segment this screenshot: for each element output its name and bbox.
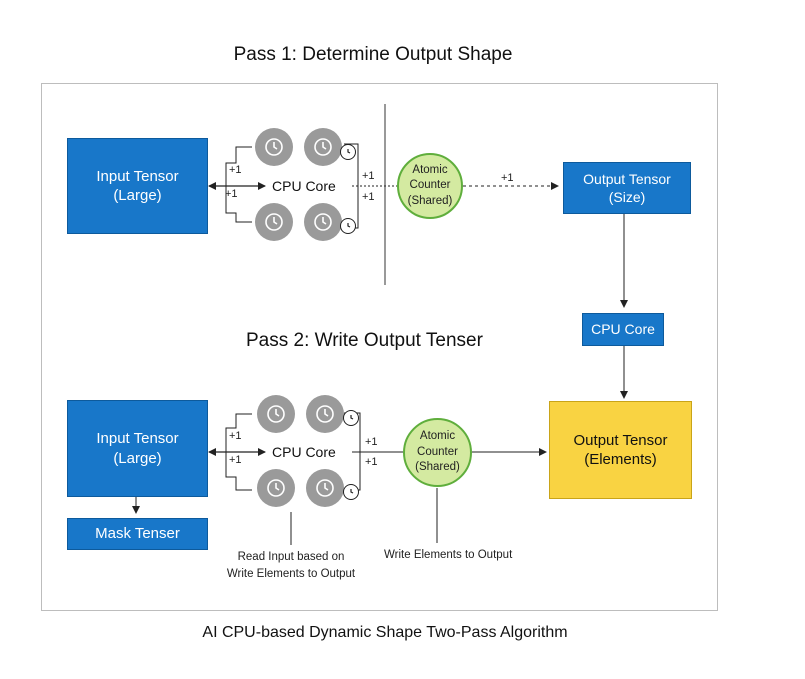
p1-core-top-right <box>304 128 342 166</box>
p2-badge-top <box>343 410 359 426</box>
clock-icon <box>314 138 332 156</box>
p1-left-fork <box>225 146 252 223</box>
p1-core-bottom-left <box>255 203 293 241</box>
p2-output-tensor-elements: Output Tensor(Elements) <box>549 401 692 499</box>
clock-icon <box>267 479 285 497</box>
p2-badge-bottom <box>343 484 359 500</box>
diagram-caption: AI CPU-based Dynamic Shape Two-Pass Algo… <box>202 624 568 641</box>
diagram-frame <box>41 83 718 611</box>
p2-input-tensor: Input Tensor(Large) <box>67 400 208 497</box>
read-input-note: Read Input based on Write Elements to Ou… <box>226 551 356 580</box>
p2-left-fork <box>225 413 252 491</box>
pass1-title: Pass 1: Determine Output Shape <box>233 44 513 65</box>
p2-inc-left-top: +1 <box>229 430 242 442</box>
p1-inc-left-top: +1 <box>229 164 242 176</box>
clock-icon <box>347 223 351 228</box>
p2-core-label: CPU Core <box>272 444 336 460</box>
p2-inc-right-top: +1 <box>365 436 378 448</box>
clock-icon <box>347 149 351 154</box>
p1-output-tensor-size: Output Tensor(Size) <box>563 162 691 214</box>
p2-mask-tensor: Mask Tenser <box>67 518 208 550</box>
p1-core-bottom-right <box>304 203 342 241</box>
p1-badge-top <box>340 144 356 160</box>
p1-inc-right-top: +1 <box>362 170 375 182</box>
clock-icon <box>265 138 283 156</box>
p1-input-tensor: Input Tensor(Large) <box>67 138 208 234</box>
p2-inc-right-bottom: +1 <box>365 456 378 468</box>
p1-inc-left-bottom: +1 <box>225 188 238 200</box>
clock-icon <box>265 213 283 231</box>
p2-core-top-left <box>257 395 295 433</box>
write-elements-note: Write Elements to Output <box>384 549 513 561</box>
p2-inc-left-bottom: +1 <box>229 454 242 466</box>
pass2-title: Pass 2: Write Output Tenser <box>246 330 483 351</box>
p1-inc-right-bottom: +1 <box>362 191 375 203</box>
clock-icon <box>350 489 354 494</box>
p1-core-label: CPU Core <box>272 178 336 194</box>
p1-core-top-left <box>255 128 293 166</box>
clock-icon <box>350 415 354 420</box>
clock-icon <box>314 213 332 231</box>
p2-core-top-right <box>306 395 344 433</box>
p2-core-bottom-right <box>306 469 344 507</box>
bridge-cpu-core: CPU Core <box>582 313 664 346</box>
clock-icon <box>267 405 285 423</box>
p2-core-bottom-left <box>257 469 295 507</box>
p1-inc-to-output: +1 <box>501 172 514 184</box>
clock-icon <box>316 405 334 423</box>
clock-icon <box>316 479 334 497</box>
p1-badge-bottom <box>340 218 356 234</box>
